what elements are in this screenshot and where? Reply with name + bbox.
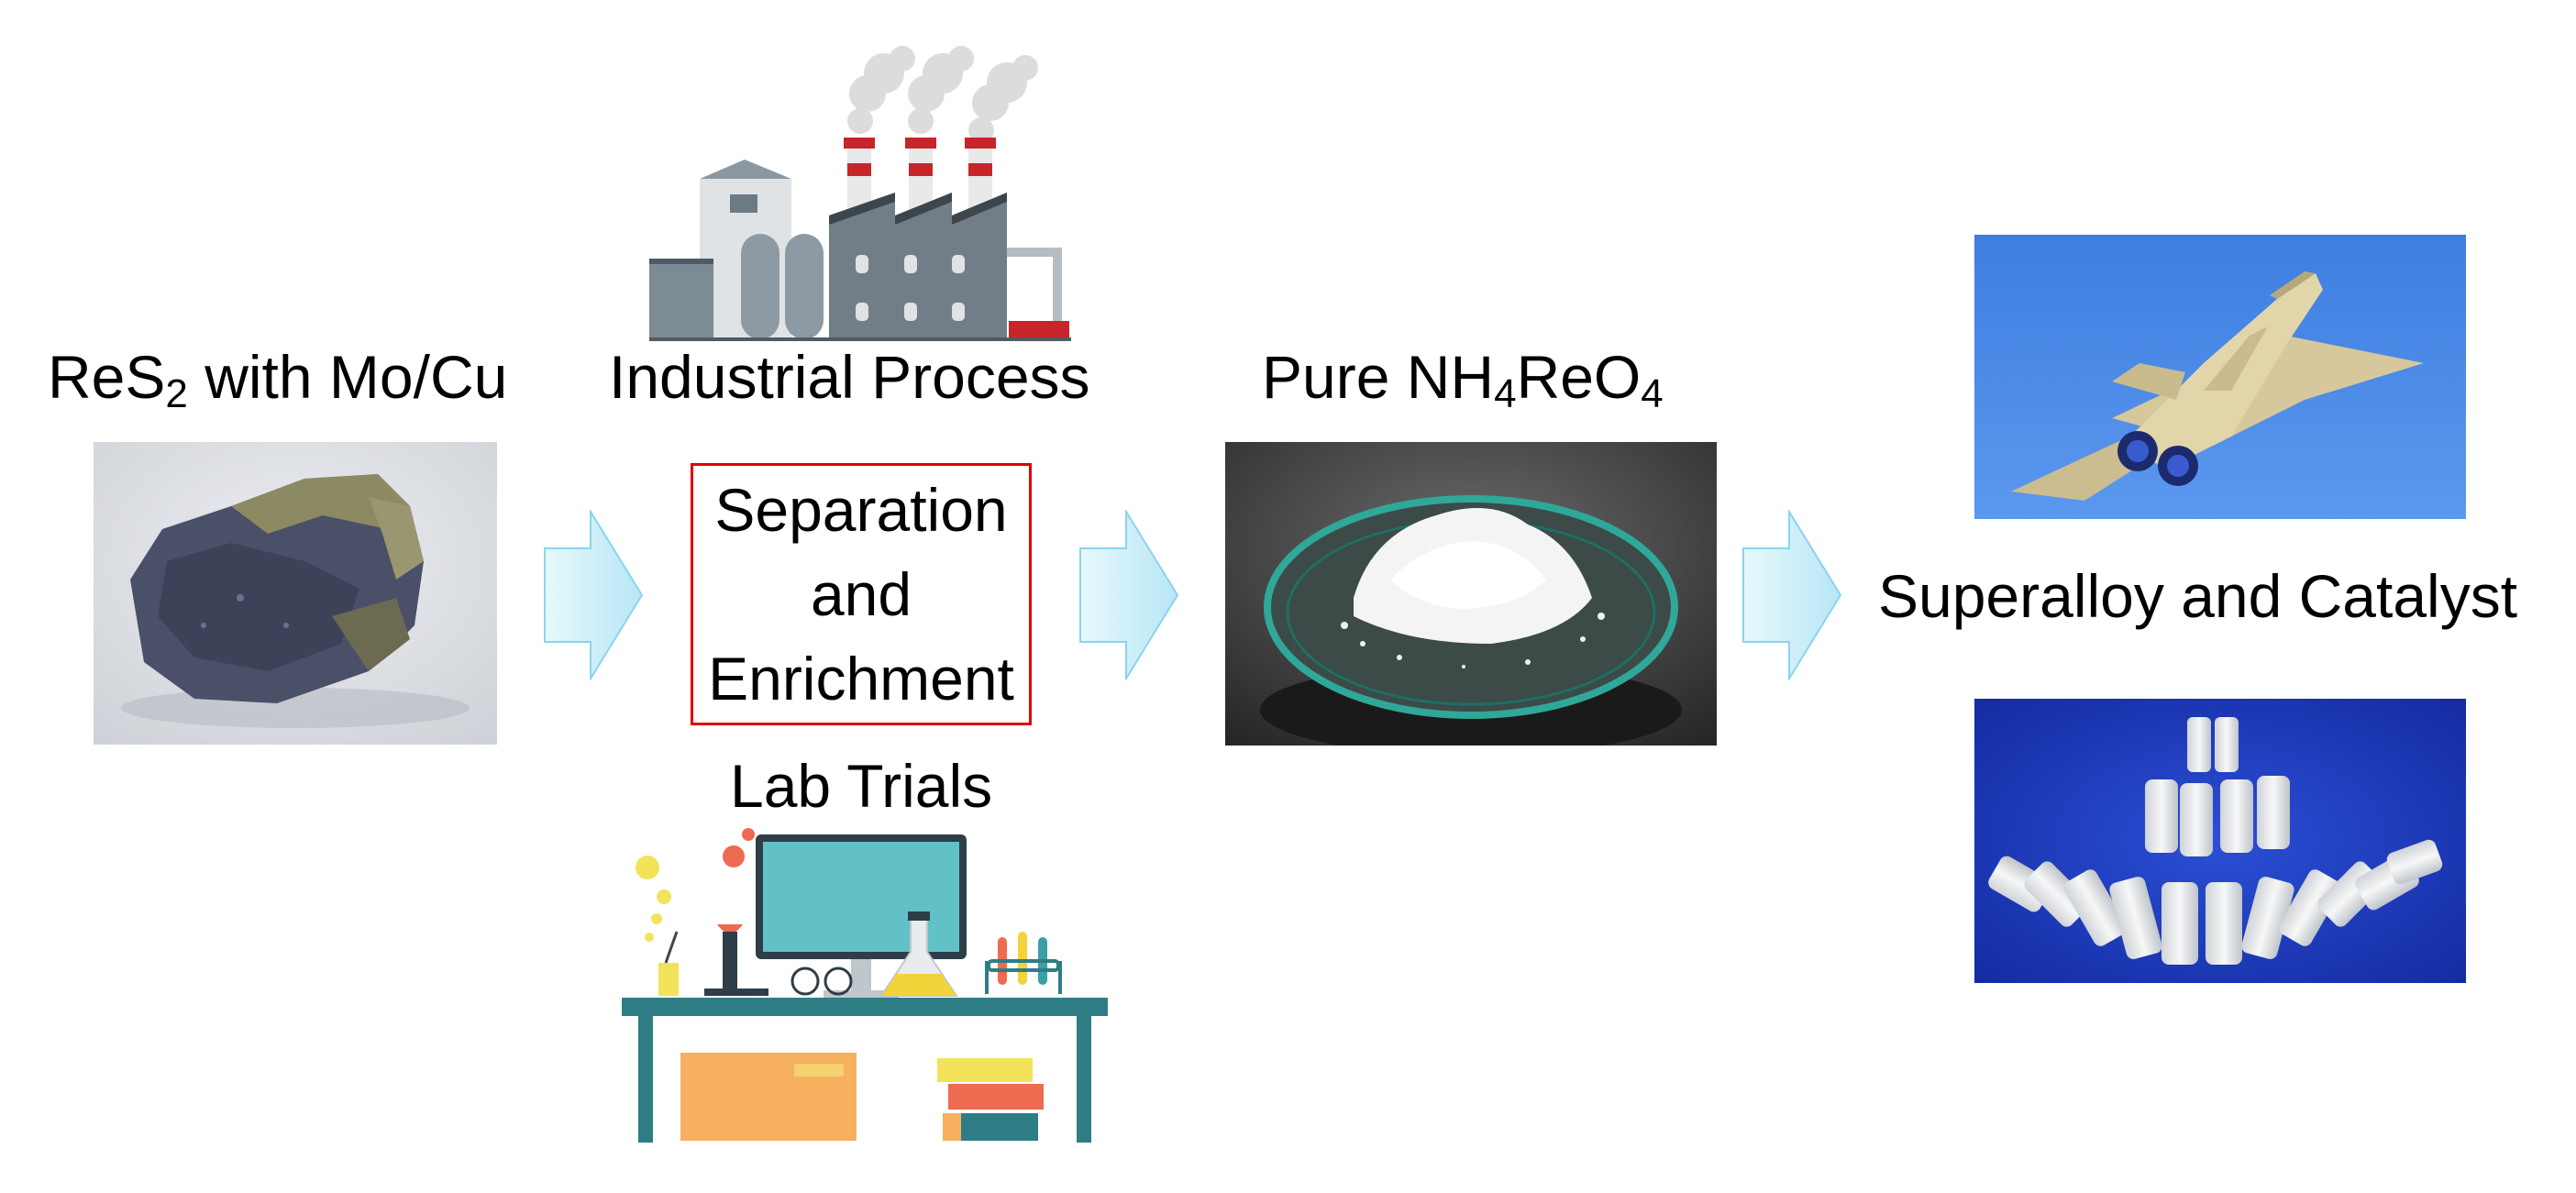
factory-icon — [649, 46, 1071, 341]
ore-label: ReS2 with Mo/Cu — [48, 343, 508, 416]
box-line: and — [810, 560, 912, 628]
separation-enrichment-box: Separation and Enrichment — [691, 463, 1032, 725]
industrial-process-label: Industrial Process — [609, 343, 1090, 411]
powder-dish-photo — [1225, 442, 1717, 746]
pure-product-label: Pure NH4ReO4 — [1262, 343, 1664, 416]
lab-trials-label: Lab Trials — [730, 752, 993, 820]
box-line: Separation — [714, 476, 1008, 544]
powder-vials-photo — [1974, 699, 2466, 983]
ore-rock-photo — [94, 442, 497, 745]
jet-aircraft-photo — [1974, 235, 2466, 519]
flow-arrow-icon — [1742, 510, 1842, 680]
box-line: Enrichment — [708, 645, 1014, 712]
flow-arrow-icon — [544, 510, 644, 680]
lab-desk-icon — [622, 828, 1108, 1143]
flow-arrow-icon — [1079, 510, 1179, 680]
application-label: Superalloy and Catalyst — [1878, 562, 2518, 630]
